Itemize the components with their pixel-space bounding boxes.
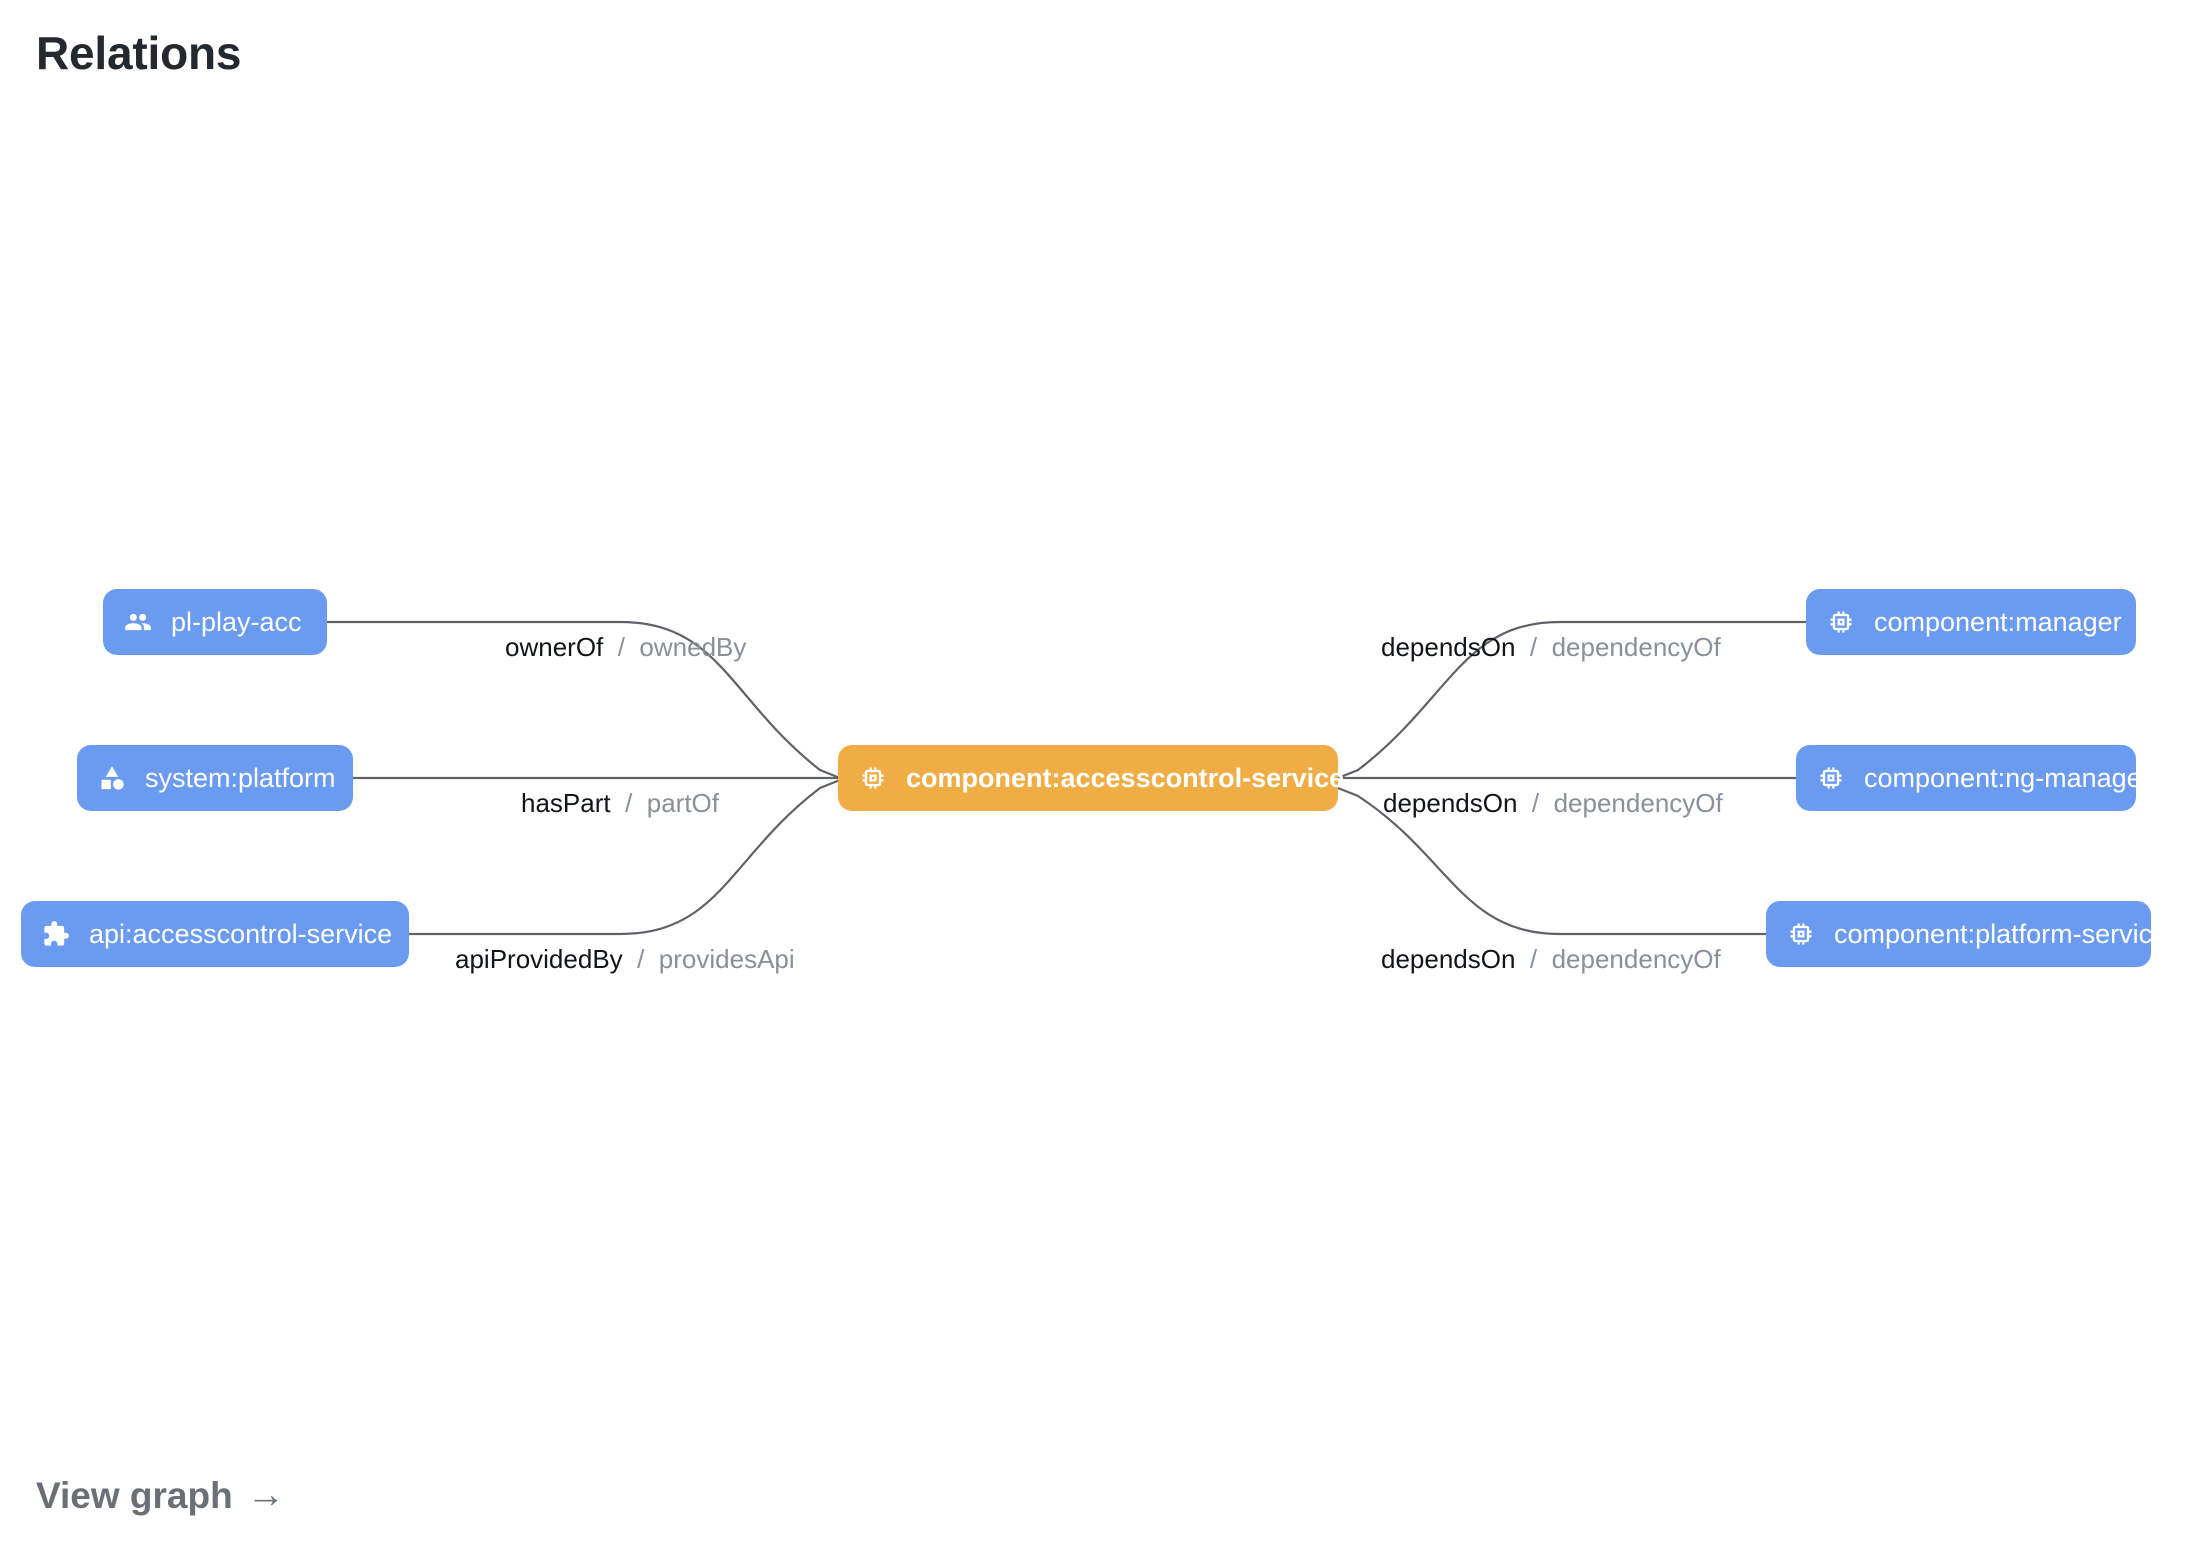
edge-label-reverse: partOf [646, 788, 719, 818]
graph-node-component-ng-manager[interactable]: component:ng-manager [1796, 745, 2151, 811]
memory-chip-icon [858, 763, 888, 793]
edge-label-reverse: dependencyOf [1551, 632, 1721, 662]
graph-node-focus-component-accesscontrol-service[interactable]: component:accesscontrol-service [838, 745, 1344, 811]
graph-node-label: api:accesscontrol-service [89, 918, 393, 949]
edge-label-ownerOf: ownerOf / ownedBy [505, 634, 746, 660]
graph-node-label: system:platform [145, 762, 336, 793]
view-graph-link[interactable]: View graph → [36, 1476, 285, 1514]
edge-label-separator: / [1522, 944, 1545, 974]
puzzle-extension-icon [41, 919, 71, 949]
edge-label-dependsOn-ng-manager: dependsOn / dependencyOf [1383, 790, 1723, 816]
edge-label-reverse: providesApi [658, 944, 795, 974]
category-shapes-icon [97, 763, 127, 793]
graph-node-label: component:manager [1874, 606, 2122, 637]
graph-node-label: component:ng-manager [1864, 762, 2151, 793]
edge-label-separator: / [629, 944, 652, 974]
edge-label-reverse: dependencyOf [1551, 944, 1721, 974]
memory-chip-icon [1786, 919, 1816, 949]
arrow-right-icon: → [246, 1474, 285, 1516]
edge-label-separator: / [1524, 788, 1547, 818]
memory-chip-icon [1826, 607, 1856, 637]
graph-node-api-accesscontrol-service[interactable]: api:accesscontrol-service [21, 901, 409, 967]
edge-label-apiProvidedBy: apiProvidedBy / providesApi [455, 946, 795, 972]
edge-label-dependsOn-platform-service: dependsOn / dependencyOf [1381, 946, 1721, 972]
view-graph-label: View graph [36, 1474, 233, 1516]
memory-chip-icon [1816, 763, 1846, 793]
edge-label-forward: apiProvidedBy [455, 944, 623, 974]
group-people-icon [123, 607, 153, 637]
edge-label-separator: / [610, 632, 633, 662]
edge-label-separator: / [1522, 632, 1545, 662]
graph-node-label: pl-play-acc [171, 606, 302, 637]
edge-label-forward: dependsOn [1381, 944, 1516, 974]
edge-label-forward: ownerOf [505, 632, 604, 662]
edge-label-reverse: dependencyOf [1553, 788, 1723, 818]
edge-label-dependsOn-manager: dependsOn / dependencyOf [1381, 634, 1721, 660]
edge-label-forward: hasPart [521, 788, 611, 818]
edge-label-forward: dependsOn [1381, 632, 1516, 662]
edge-label-reverse: ownedBy [639, 632, 747, 662]
page-title: Relations [36, 27, 242, 79]
edge-label-forward: dependsOn [1383, 788, 1518, 818]
graph-node-system-platform[interactable]: system:platform [77, 745, 353, 811]
graph-node-label: component:accesscontrol-service [906, 762, 1345, 793]
graph-node-component-platform-service[interactable]: component:platform-service [1766, 901, 2167, 967]
graph-node-pl-play-acc[interactable]: pl-play-acc [103, 589, 327, 655]
edge-label-separator: / [617, 788, 640, 818]
edge-label-hasPart: hasPart / partOf [521, 790, 719, 816]
graph-node-component-manager[interactable]: component:manager [1806, 589, 2136, 655]
graph-node-label: component:platform-service [1834, 918, 2168, 949]
